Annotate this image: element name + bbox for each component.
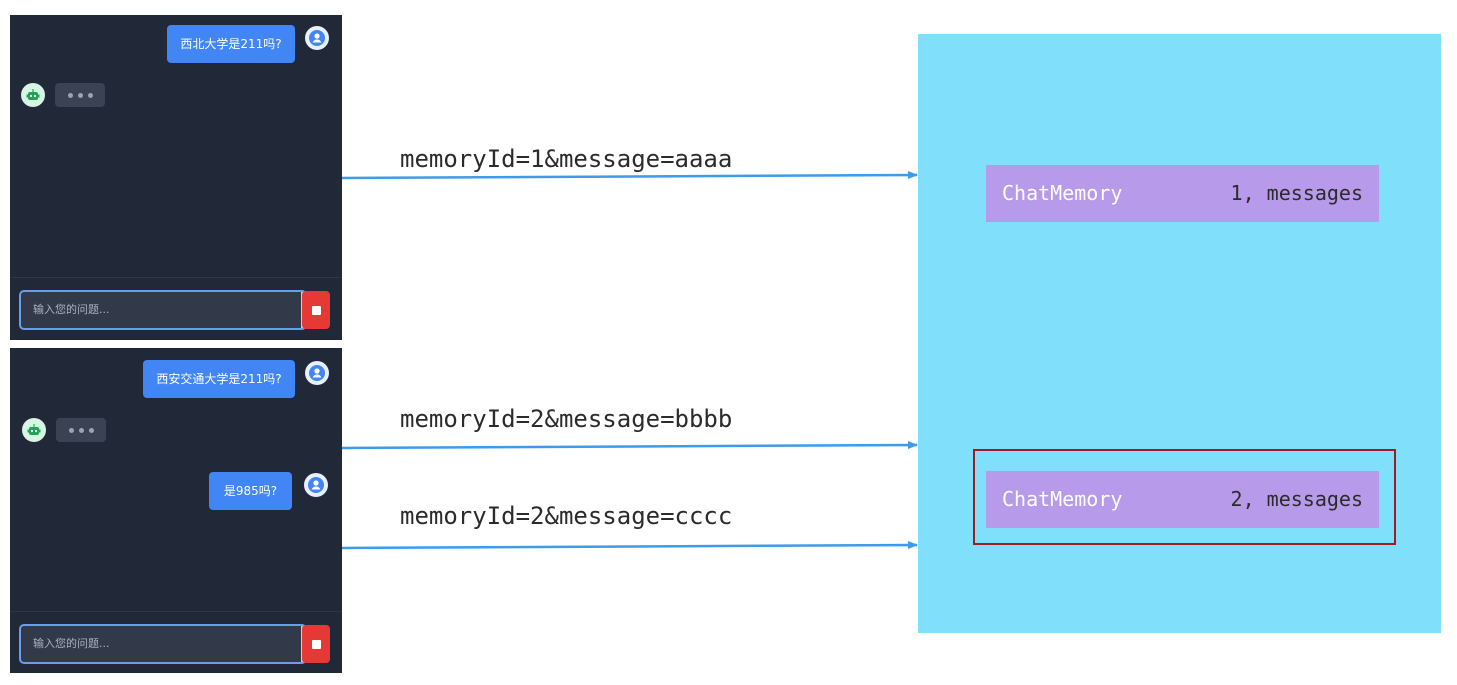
stop-icon [311,639,321,649]
request-arrow-1 [341,171,918,180]
user-avatar-icon [305,26,329,50]
chat-window-2: 西安交通大学是211吗? 是985吗? 输入您的问题... [10,348,342,673]
memory-detail: 2, messages [1230,487,1363,511]
memory-name: ChatMemory [1002,181,1123,205]
stop-button[interactable] [302,291,330,329]
user-message-bubble: 西北大学是211吗? [167,25,295,63]
request-arrow-2 [341,441,918,450]
request-arrow-3 [341,541,918,550]
request-label-2: memoryId=2&message=bbbb [400,405,733,433]
input-divider [10,277,342,278]
chat-window-1: 西北大学是211吗? 输入您的问题... [10,15,342,340]
request-label-3: memoryId=2&message=cccc [400,502,733,530]
user-avatar-icon [305,361,329,385]
memory-name: ChatMemory [1002,487,1123,511]
bot-avatar-icon [22,418,46,442]
memory-highlight-box [973,449,1396,545]
user-avatar-icon [304,473,328,497]
chat-memory-entry-1: ChatMemory 1, messages [986,165,1379,222]
bot-avatar-icon [21,83,45,107]
memory-store: ChatMemory 1, messages ChatMemory 2, mes… [918,34,1441,633]
question-input[interactable]: 输入您的问题... [19,624,307,664]
memory-detail: 1, messages [1230,181,1363,205]
typing-indicator [56,418,106,442]
request-label-1: memoryId=1&message=aaaa [400,145,733,173]
user-message-bubble: 西安交通大学是211吗? [143,360,295,398]
chat-memory-entry-2: ChatMemory 2, messages [986,471,1379,528]
input-divider [10,611,342,612]
stop-button[interactable] [302,625,330,663]
typing-indicator [55,83,105,107]
stop-icon [311,305,321,315]
user-message-bubble: 是985吗? [209,472,292,510]
